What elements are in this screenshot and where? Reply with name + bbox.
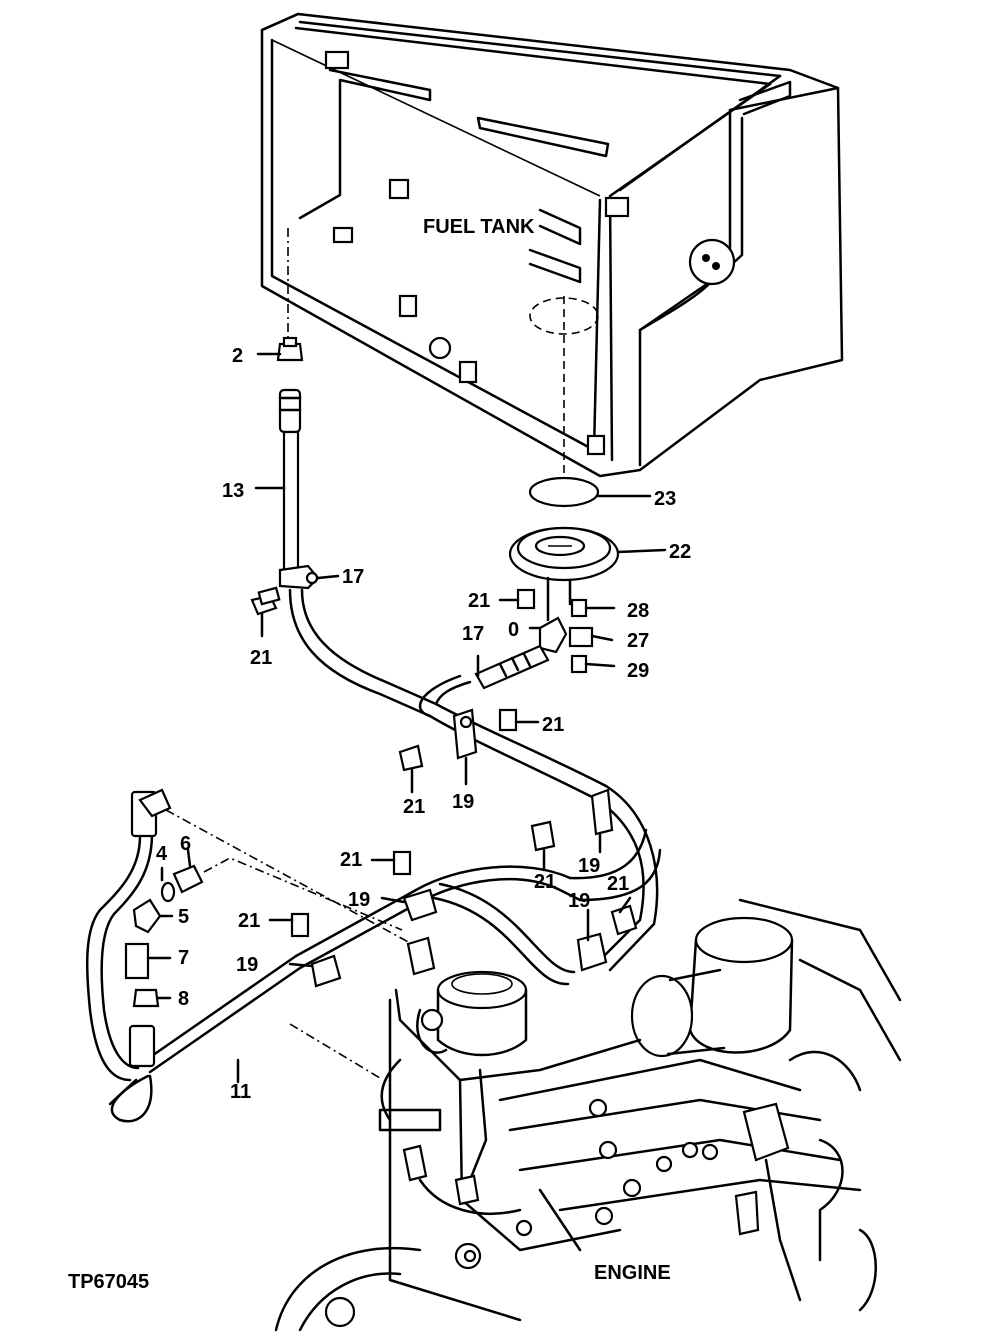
sender-22 [508,526,667,622]
bolt-21h-right [610,896,638,936]
clamp-19-right [590,788,614,854]
callout-29: 29 [627,660,649,682]
callout-21: 21 [542,714,564,736]
callout-2: 2 [232,345,243,367]
clamp-17-upper [278,564,340,590]
callout-5: 5 [178,906,189,928]
gasket-23 [528,476,652,508]
callout-0: 0 [508,619,519,641]
fuel-tank [260,12,844,478]
callout-19: 19 [348,889,370,911]
callout-4: 4 [156,843,168,865]
clamp-19-lower-a [380,888,438,922]
leader-lower [289,1023,381,1079]
leader-fitting-6 [203,857,403,931]
leader-top-left [165,809,413,945]
callout-22: 22 [669,541,691,563]
callout-19: 19 [568,890,590,912]
fitting-6 [172,848,204,894]
callout-19: 19 [452,791,474,813]
callout-21: 21 [403,796,425,818]
callout-6: 6 [180,833,191,855]
bolt-21e-right [530,820,556,872]
callout-8: 8 [178,988,189,1010]
fitting-bottom-left [128,1024,156,1068]
fitting-2 [256,336,304,362]
fitting-28 [570,598,616,618]
figure-id: TP67045 [68,1271,149,1293]
bolt-21g [268,912,310,938]
fuel-line-11 [85,832,240,1123]
engine-label: ENGINE [594,1262,671,1284]
callout-17: 17 [462,623,484,645]
callout-27: 27 [627,630,649,652]
connector-7 [124,942,172,980]
callout-21: 21 [534,871,556,893]
elbow-0 [528,616,568,654]
fuel-line-17 [474,644,550,690]
callout-21: 21 [250,647,272,669]
o-ring-4 [160,866,176,903]
callout-28: 28 [627,600,649,622]
bolt-21a [250,586,281,638]
bolt-21d [398,744,424,794]
elbow-5 [132,898,174,934]
callout-21: 21 [468,590,490,612]
callout-21: 21 [607,873,629,895]
callout-19: 19 [578,855,600,877]
fuel-line-13 [254,388,438,718]
callout-17: 17 [342,566,364,588]
hose-bundle-upper [418,674,659,972]
bolt-21f [370,850,412,876]
bolt-21c [498,708,540,732]
clamp-19-lower-c [576,908,608,972]
engine [274,898,902,1332]
callout-23: 23 [654,488,676,510]
callout-13: 13 [222,480,244,502]
clamp-19-lower-b [288,954,342,988]
callout-19: 19 [236,954,258,976]
callout-7: 7 [178,947,189,969]
clamp-19-middle [452,708,478,786]
fitting-8 [132,988,172,1008]
fitting-top-left [130,788,172,838]
callout-11: 11 [230,1081,251,1103]
fitting-21b [498,588,536,610]
callout-21: 21 [238,910,260,932]
fuel-tank-label: FUEL TANK [423,216,535,238]
fitting-29 [570,654,616,674]
connector-27 [568,626,614,648]
callout-21: 21 [340,849,362,871]
